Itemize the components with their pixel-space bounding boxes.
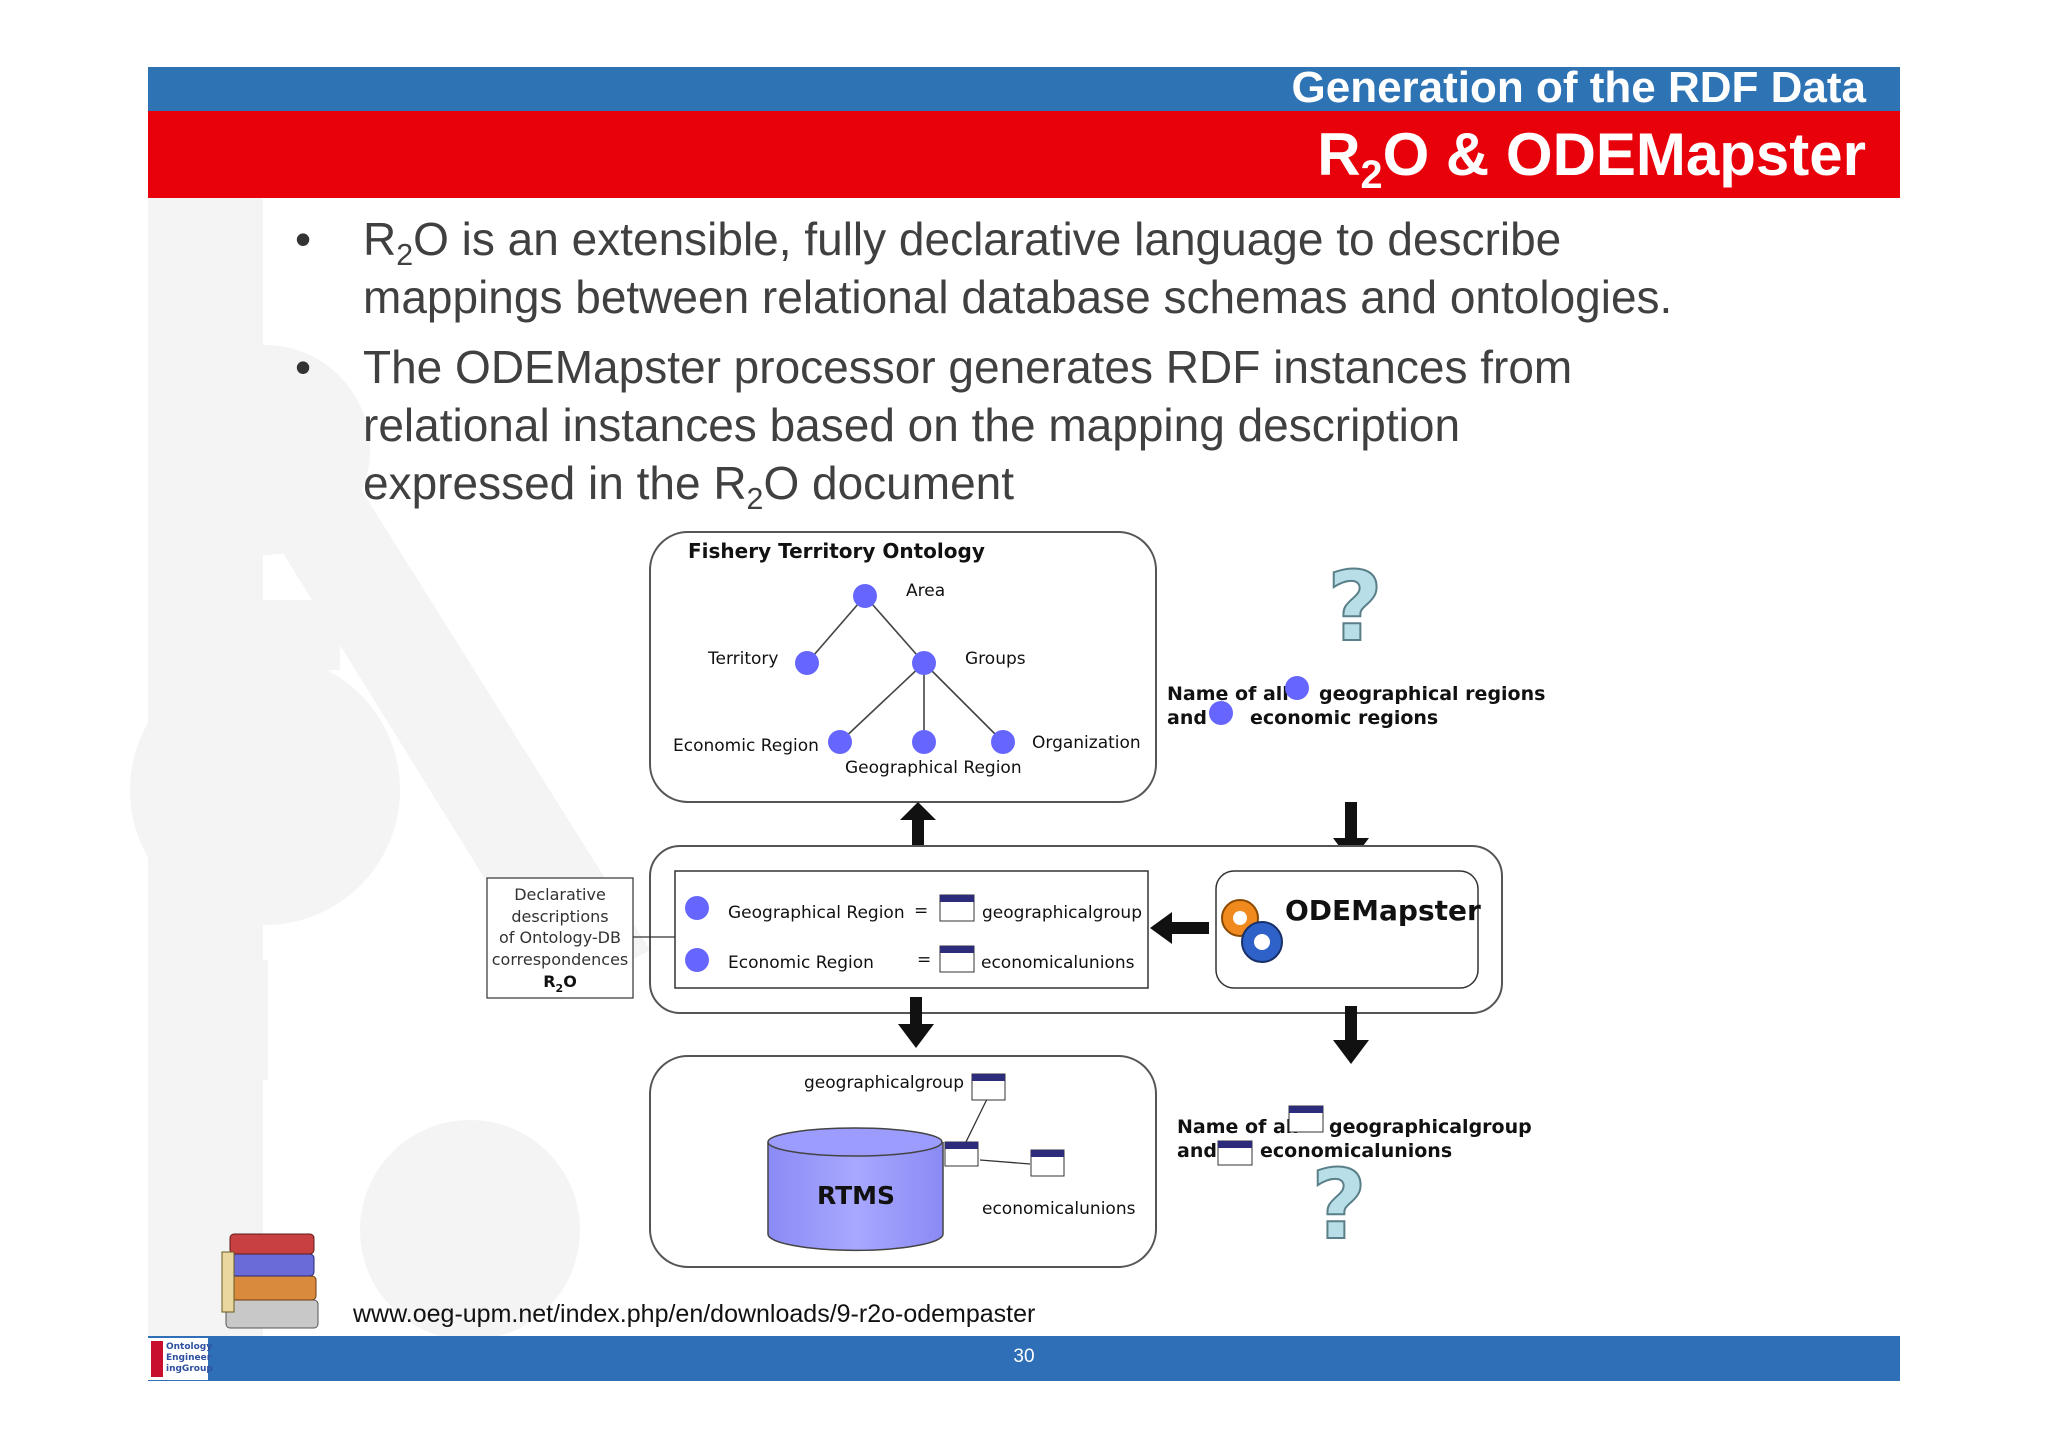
label-geographical-region: Geographical Region: [845, 758, 1022, 778]
result-line-2-suffix: economicalunions: [1260, 1140, 1452, 1162]
node-area: [853, 584, 877, 608]
r2o-note-line: Declarative: [514, 885, 606, 904]
bullet-2-line-1: The ODEMapster processor generates RDF i…: [363, 341, 1573, 393]
ontology-box: [649, 531, 1157, 803]
mapping-concept-icon: [685, 948, 709, 972]
query-line-1-prefix: Name of all: [1167, 683, 1289, 705]
oeg-logo: Ontology Engineer ingGroup: [148, 1338, 213, 1380]
table-icon: [944, 1141, 979, 1167]
label-organization: Organization: [1032, 733, 1141, 753]
slide-title: R2O & ODEMapster: [1317, 118, 1866, 194]
label-area: Area: [906, 581, 945, 601]
mapping-row-1-concept: Geographical Region: [728, 903, 905, 923]
node-geographical-region: [912, 730, 936, 754]
arrow-left-icon: [1150, 912, 1209, 944]
footer-bar: 30: [148, 1336, 1900, 1381]
node-territory: [795, 651, 819, 675]
mapping-row-2-equals: =: [917, 950, 931, 970]
query-concept-icon: [1285, 676, 1309, 700]
page-number: 30: [1013, 1346, 1035, 1367]
node-economic-region: [828, 730, 852, 754]
database-label: RTMS: [817, 1181, 895, 1210]
result-line-1-prefix: Name of all: [1177, 1116, 1299, 1138]
label-economic-region: Economic Region: [673, 736, 819, 756]
section-title: Generation of the RDF Data: [1291, 63, 1867, 112]
arrow-up-icon: [900, 802, 936, 852]
table-icon: [971, 1073, 1006, 1101]
query-line-2-prefix: and: [1167, 707, 1207, 729]
mapping-concept-icon: [685, 896, 709, 920]
logo-text: ingGroup: [166, 1364, 213, 1374]
r2o-note-line: correspondences: [492, 950, 629, 969]
table-icon: [1217, 1140, 1253, 1166]
ontology-title: Fishery Territory Ontology: [688, 539, 985, 563]
odemapster-box: [1215, 870, 1479, 989]
table-icon: [939, 894, 975, 922]
question-mark-icon: ?: [1327, 551, 1383, 663]
bullet-2-line-3: expressed in the R2O document: [363, 457, 1015, 516]
bullet-marker: •: [295, 341, 312, 393]
bullet-2-line-2: relational instances based on the mappin…: [363, 399, 1461, 451]
label-territory: Territory: [707, 649, 778, 669]
database-cylinder-icon: [767, 1127, 944, 1252]
database-table-1-label: geographicalgroup: [804, 1073, 964, 1093]
bullet-1-line-1: R2O is an extensible, fully declarative …: [363, 213, 1562, 272]
title-rest: O & ODEMapster: [1382, 121, 1866, 188]
table-links: [963, 1096, 1031, 1165]
question-mark-icon: ?: [1311, 1149, 1367, 1261]
title-subscript: 2: [1360, 152, 1383, 197]
result-line-2-prefix: and: [1177, 1140, 1217, 1162]
gears-icon: [1221, 899, 1283, 963]
r2o-note-line: of Ontology-DB: [499, 928, 621, 947]
title-r: R: [1317, 121, 1361, 188]
bullet-marker: •: [295, 213, 312, 265]
table-icon: [1288, 1105, 1324, 1133]
query-line-1-suffix: geographical regions: [1319, 683, 1545, 705]
mapping-row-1-equals: =: [914, 901, 928, 921]
query-concept-icon: [1209, 701, 1233, 725]
mapping-row-2-table: economicalunions: [981, 953, 1135, 973]
result-line-1-suffix: geographicalgroup: [1329, 1116, 1532, 1138]
ontology-edges: [806, 595, 1004, 743]
r2o-note-line: descriptions: [511, 907, 608, 926]
r2o-note-label: R2O: [543, 972, 577, 995]
mapping-box: [674, 870, 1149, 989]
logo-text: Ontology: [166, 1342, 213, 1352]
books-icon: [221, 1233, 319, 1329]
mapping-row-2-concept: Economic Region: [728, 953, 874, 973]
odemapster-label: ODEMapster: [1285, 894, 1481, 927]
r2o-note-box: [486, 877, 634, 999]
bullet-1: R2O is an extensible, fully declarative …: [363, 210, 1863, 326]
node-groups: [912, 651, 936, 675]
node-organization: [991, 730, 1015, 754]
arrow-down-icon: [898, 997, 934, 1048]
mapping-row-1-table: geographicalgroup: [982, 903, 1142, 923]
arrow-down-icon: [1333, 1006, 1369, 1064]
header-band-top: [148, 67, 1900, 111]
bullet-1-line-2: mappings between relational database sch…: [363, 271, 1673, 323]
query-line-2-suffix: economic regions: [1250, 707, 1438, 729]
table-icon: [1030, 1149, 1065, 1177]
logo-text: Engineer: [166, 1353, 212, 1363]
download-url[interactable]: www.oeg-upm.net/index.php/en/downloads/9…: [353, 1300, 1036, 1328]
table-icon: [939, 945, 975, 973]
bullet-2: The ODEMapster processor generates RDF i…: [363, 338, 1863, 516]
database-table-2-label: economicalunions: [982, 1199, 1136, 1219]
label-groups: Groups: [965, 649, 1026, 669]
header-band-title: [148, 111, 1900, 198]
